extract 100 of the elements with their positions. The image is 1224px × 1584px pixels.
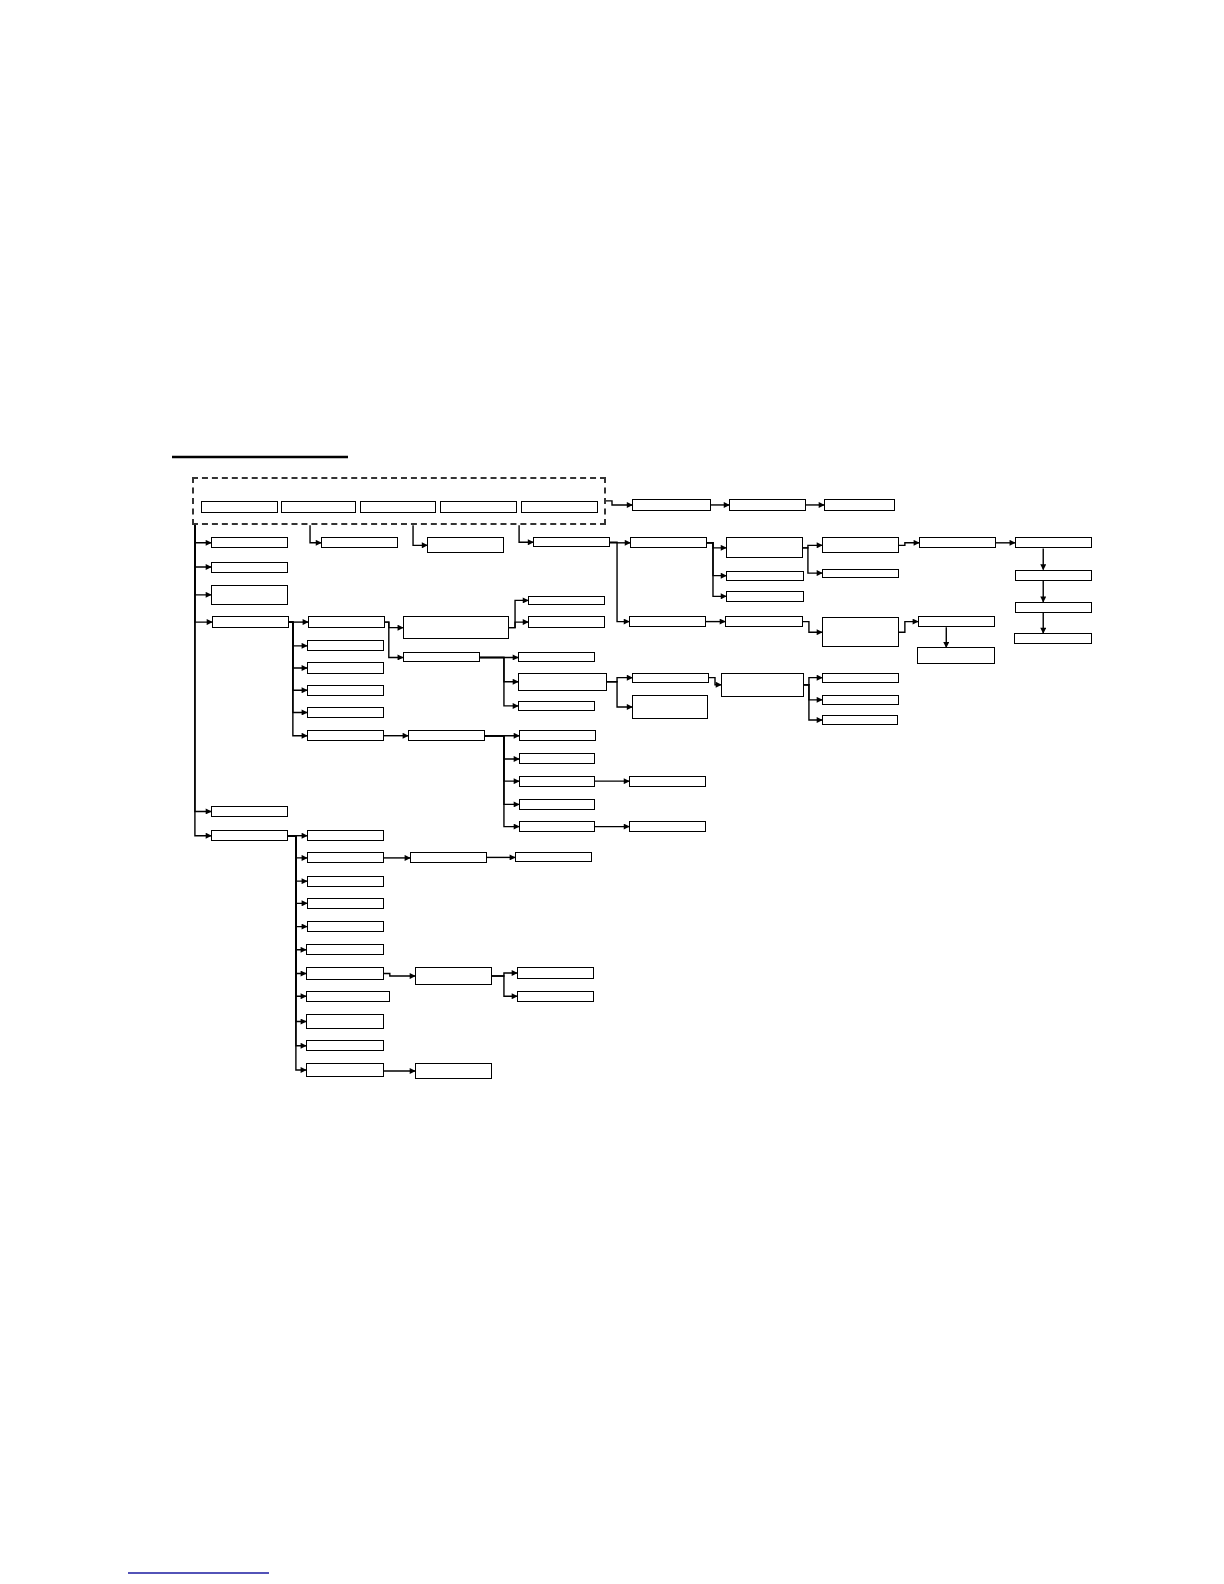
blank-box <box>517 967 594 979</box>
arrow <box>898 539 920 547</box>
arrow <box>594 778 630 785</box>
arrow <box>486 854 516 861</box>
blank-box <box>410 852 487 864</box>
blank-box <box>629 616 706 628</box>
blank-box <box>306 967 384 980</box>
blank-box <box>519 798 595 810</box>
blank-box <box>822 694 899 705</box>
blank-box <box>427 537 504 554</box>
blank-box <box>517 990 594 1002</box>
arrow <box>605 500 633 508</box>
arrow <box>1040 580 1047 603</box>
arrow <box>708 676 722 688</box>
arrow <box>412 524 428 549</box>
blank-box <box>521 500 598 513</box>
arrow <box>802 547 823 577</box>
arrow <box>384 621 404 661</box>
blank-box <box>200 500 278 513</box>
blank-box <box>440 500 518 513</box>
blank-box <box>629 821 706 833</box>
blank-box <box>1014 537 1092 549</box>
blank-box <box>321 537 398 549</box>
arrow <box>706 542 727 600</box>
blank-box <box>307 875 384 887</box>
blank-box <box>632 498 711 511</box>
blank-box <box>725 616 803 628</box>
blank-box <box>519 730 596 742</box>
blank-box <box>518 700 595 711</box>
arrow <box>594 823 630 830</box>
blank-box <box>824 498 895 511</box>
arrow <box>898 618 919 633</box>
blank-box <box>307 897 384 909</box>
blank-box <box>918 616 995 628</box>
arrow <box>383 972 416 980</box>
blank-box <box>919 537 996 549</box>
blank-box <box>307 730 384 742</box>
arrow <box>518 524 534 546</box>
blank-box <box>632 672 709 683</box>
blank-box <box>211 584 288 605</box>
blank-box <box>306 1063 384 1077</box>
arrow <box>943 626 950 649</box>
blank-box <box>307 921 384 933</box>
blank-box <box>280 500 357 513</box>
arrow <box>491 975 518 1000</box>
blank-box <box>822 672 899 683</box>
blank-box <box>632 694 708 720</box>
blank-box <box>415 1063 492 1079</box>
blank-box <box>528 595 605 605</box>
blank-box <box>533 537 610 548</box>
arrow <box>1040 547 1047 571</box>
blank-box <box>408 730 485 742</box>
blank-box <box>822 568 899 578</box>
blank-box <box>519 753 595 765</box>
arrow <box>479 656 519 709</box>
blank-box <box>822 617 899 648</box>
blank-box <box>721 672 804 697</box>
blank-box <box>211 537 288 549</box>
arrow <box>309 524 322 546</box>
arrow <box>995 539 1016 546</box>
arrow <box>484 735 520 830</box>
blank-box <box>519 821 595 833</box>
blank-box <box>307 662 384 674</box>
arrow <box>803 684 823 724</box>
blank-box <box>211 805 288 817</box>
blank-box <box>307 706 384 718</box>
arrow <box>606 680 633 710</box>
blank-box <box>306 1040 384 1052</box>
dashed-group-frame <box>191 476 606 526</box>
blank-box <box>518 672 607 691</box>
arrow <box>710 501 730 508</box>
blank-box <box>917 647 995 664</box>
blank-box <box>306 990 390 1002</box>
blank-box <box>630 537 707 549</box>
blank-box <box>518 652 595 663</box>
blank-box <box>726 537 803 559</box>
arrow <box>802 620 823 636</box>
blank-box <box>822 715 898 726</box>
blank-box <box>528 616 605 629</box>
blank-box <box>629 775 706 787</box>
blank-box <box>822 537 899 554</box>
arrow <box>1040 612 1047 634</box>
blank-box <box>306 944 384 956</box>
arrow <box>383 1068 416 1074</box>
arrow <box>609 539 631 546</box>
blank-box <box>1014 601 1092 613</box>
blank-box <box>307 640 384 652</box>
arrow <box>805 501 825 508</box>
blank-box <box>519 775 595 787</box>
blank-box <box>402 616 509 640</box>
blank-box <box>726 570 804 581</box>
arrow <box>705 618 726 625</box>
blank-box <box>306 1013 384 1030</box>
arrow <box>383 732 409 739</box>
blank-box <box>515 852 592 863</box>
arrow <box>383 854 411 861</box>
blank-box <box>307 830 384 842</box>
blank-box <box>307 852 384 864</box>
blank-box <box>1013 633 1092 645</box>
blank-box <box>212 616 289 629</box>
